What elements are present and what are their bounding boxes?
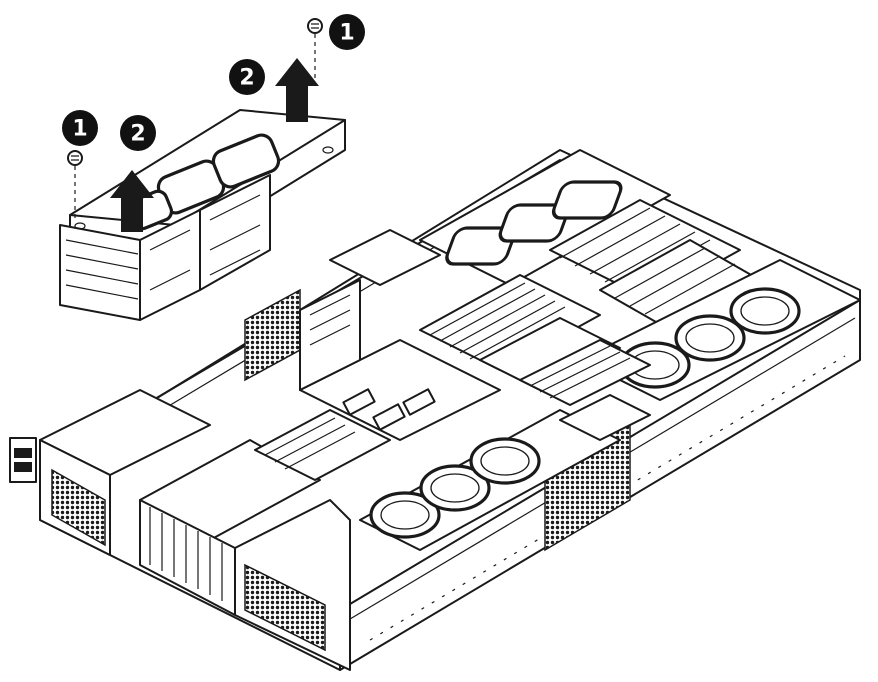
up-arrow-icon	[110, 170, 154, 232]
step-2-label: 2	[239, 66, 254, 91]
fan-cage-assembly	[59, 109, 346, 321]
screw-icon	[67, 150, 83, 222]
front-fan-row	[369, 437, 541, 539]
step-badge-1: 1	[329, 14, 365, 50]
right-fan-row	[619, 287, 801, 389]
screw-icon	[307, 18, 323, 90]
step-badge-2: 2	[120, 115, 156, 151]
rear-fan-row	[445, 180, 623, 266]
step-badge-2: 2	[229, 59, 265, 95]
step-1-label: 1	[339, 21, 354, 46]
drive-bays	[149, 507, 223, 601]
up-arrow-icon	[275, 58, 319, 122]
step-1-label: 1	[72, 117, 87, 142]
step-badge-1: 1	[62, 110, 98, 146]
step-2-label: 2	[130, 122, 145, 147]
server-chassis	[9, 149, 861, 671]
